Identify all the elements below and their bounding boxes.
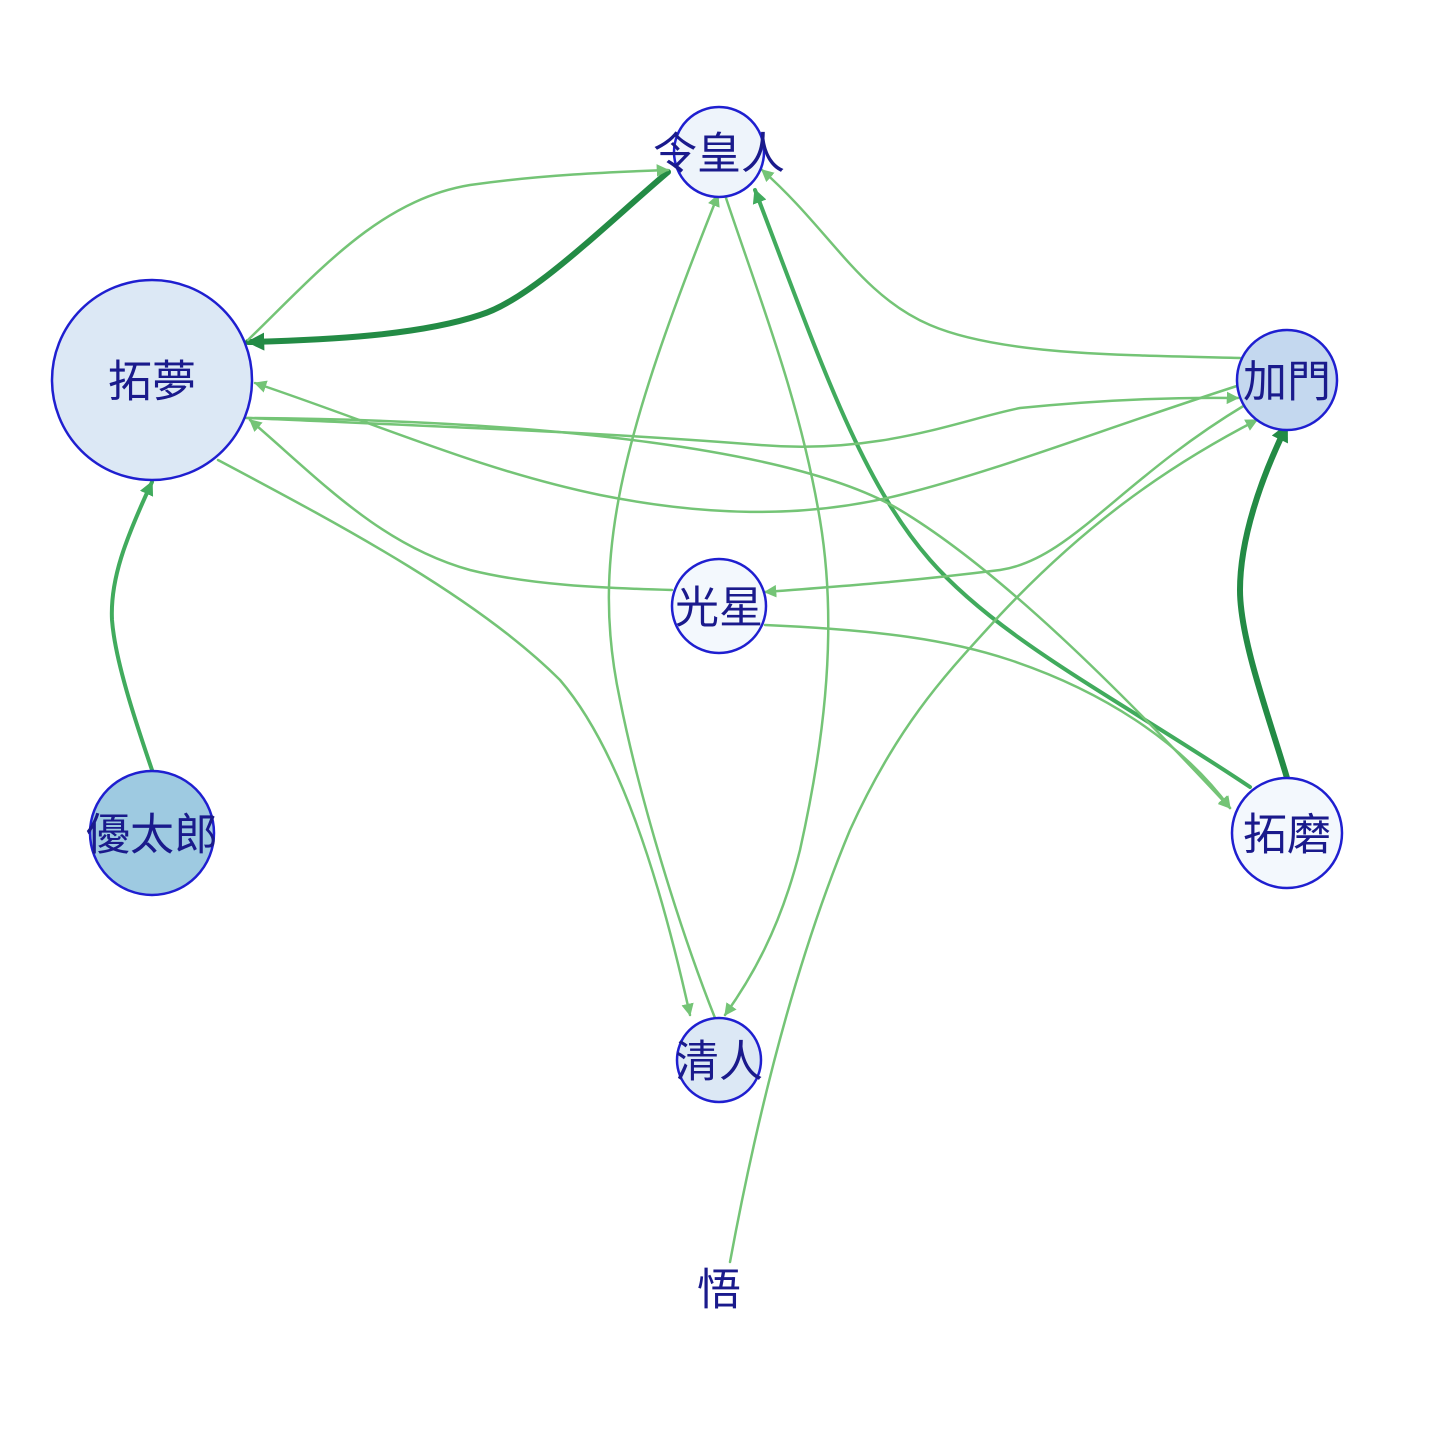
node-circle-yutaro — [88, 769, 216, 897]
node-yutaro: 優太郎 — [86, 769, 218, 897]
node-circle-kousei — [670, 557, 768, 655]
edge-takumu-kamon — [246, 391, 1240, 449]
edge-takumu-kiyoto — [216, 458, 694, 1017]
node-satoru: 悟 — [697, 1265, 741, 1316]
edge-kousei-takumu — [248, 418, 674, 592]
edge-takuma-kamon — [1236, 422, 1290, 781]
edge-kousei-takuma — [763, 623, 1232, 810]
node-circle-reiouto — [672, 105, 766, 199]
node-label-takuma: 拓磨 — [1243, 810, 1331, 861]
node-label-yutaro: 優太郎 — [86, 810, 218, 861]
node-circle-kamon — [1235, 328, 1339, 432]
edge-takumu-takuma — [244, 416, 1232, 810]
edge-satoru-kamon — [728, 418, 1259, 1264]
edge-kamon-reiouto — [760, 168, 1242, 360]
node-kiyoto: 清人 — [675, 1016, 763, 1104]
edge-takuma-reiouto — [752, 188, 1252, 789]
node-kousei: 光星 — [670, 557, 768, 655]
node-kamon: 加門 — [1235, 328, 1339, 432]
node-label-reiouto: 令皇人 — [653, 129, 785, 180]
node-label-kamon: 加門 — [1243, 357, 1331, 408]
edge-kiyoto-reiouto — [607, 193, 720, 1020]
edge-reiouto-takumu — [245, 169, 671, 351]
edge-reiouto-kiyoto — [723, 193, 830, 1017]
node-label-kiyoto: 清人 — [675, 1037, 763, 1088]
edge-yutaro-takumu — [109, 480, 154, 772]
edge-kamon-takumu — [253, 380, 1242, 514]
node-label-kousei: 光星 — [675, 583, 763, 634]
node-takuma: 拓磨 — [1230, 776, 1344, 890]
edge-layer — [109, 164, 1290, 1264]
node-circle-kiyoto — [675, 1016, 763, 1104]
edge-kamon-kousei — [763, 403, 1247, 598]
node-circle-takuma — [1230, 776, 1344, 890]
node-takumu: 拓夢 — [50, 278, 254, 482]
node-label-takumu: 拓夢 — [108, 357, 196, 408]
node-circle-takumu — [50, 278, 254, 482]
edge-takumu-reiouto — [246, 164, 670, 342]
node-reiouto: 令皇人 — [653, 105, 785, 199]
node-label-satoru: 悟 — [697, 1265, 741, 1316]
